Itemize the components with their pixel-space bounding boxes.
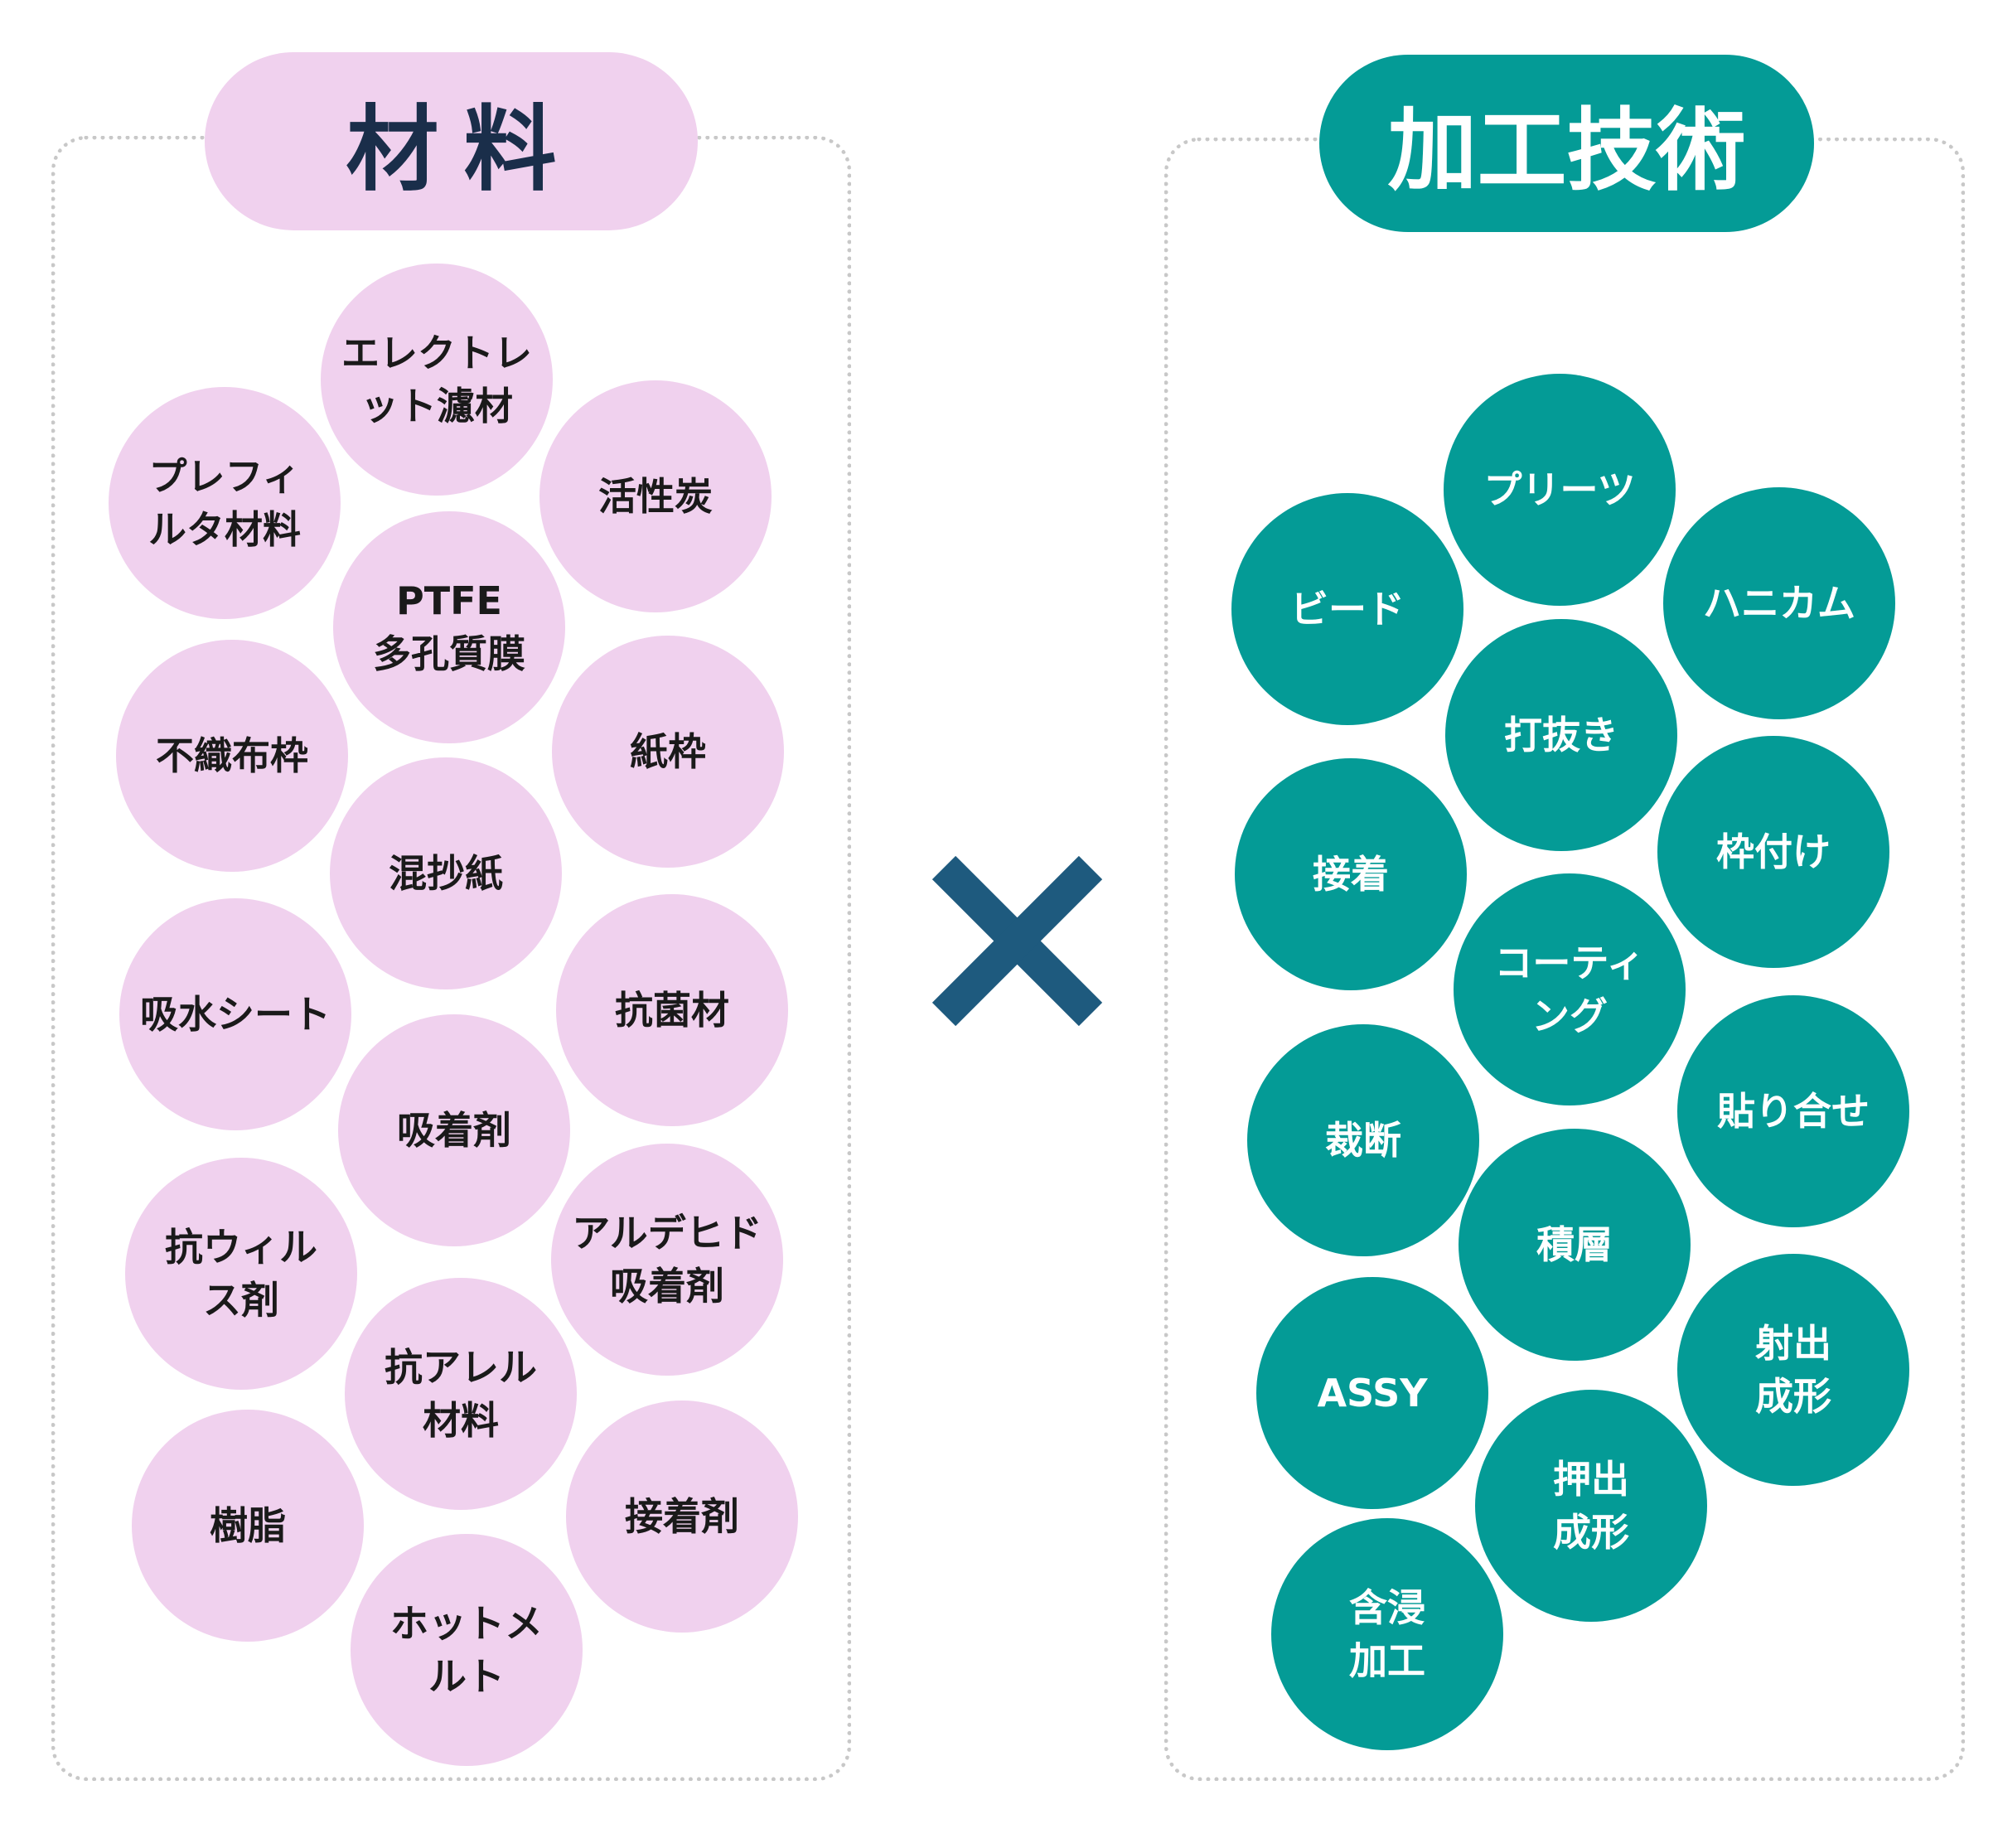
technique-item-framing: 枠付け: [1657, 736, 1889, 968]
technique-item-die-cut: 打抜き: [1445, 619, 1677, 851]
technique-item-cutting: 裁断: [1247, 1024, 1479, 1256]
technique-item-bonding: 接着: [1235, 758, 1467, 990]
technique-item-pleat: プリーツ: [1444, 374, 1676, 606]
technique-item-stacking: 積層: [1459, 1129, 1691, 1361]
material-item-mixed-paper: 混抄紙: [330, 757, 562, 989]
technique-item-extrusion-molding: 押出成形: [1475, 1390, 1707, 1622]
materials-title: 材料: [205, 52, 698, 230]
material-item-paper-frame: 紙枠: [552, 636, 784, 868]
material-item-aldehyde-adsorbent: アルデヒド吸着剤: [551, 1144, 783, 1376]
technique-item-lamination: 貼り合せ: [1677, 995, 1909, 1227]
technique-item-assy: ASSY: [1256, 1277, 1488, 1509]
material-item-antibacterial: 抗菌材: [556, 894, 788, 1126]
technique-item-injection-molding: 射出成形: [1677, 1254, 1909, 1486]
technique-item-honeycomb: ハニカム: [1663, 487, 1895, 719]
technique-item-impregnation: 含浸加工: [1271, 1518, 1503, 1750]
material-item-hot-melt: ホットメルト: [351, 1534, 583, 1766]
material-item-activated-carbon: 活性炭: [539, 380, 772, 612]
material-item-resin: 樹脂: [132, 1410, 364, 1642]
material-item-antiallergen: 抗アレル材料: [345, 1278, 577, 1510]
material-item-absorbent-sheet: 吸水シート: [119, 898, 351, 1130]
technique-item-bead: ビード: [1231, 493, 1463, 725]
techniques-title: 加工技術: [1319, 55, 1814, 232]
material-item-antiviral: 抗ウィルス剤: [125, 1158, 357, 1390]
material-item-adhesive: 接着剤: [566, 1401, 798, 1633]
technique-item-coating: コーティング: [1454, 873, 1686, 1105]
material-item-electret-filter: エレクトレット濾材: [321, 264, 553, 496]
material-item-prefilter: プレフィルタ材料: [109, 387, 341, 619]
multiply-icon: [932, 856, 1102, 1026]
material-item-adsorbent: 吸着剤: [338, 1014, 570, 1246]
material-item-nonwoven-frame: 不織布枠: [116, 640, 348, 872]
